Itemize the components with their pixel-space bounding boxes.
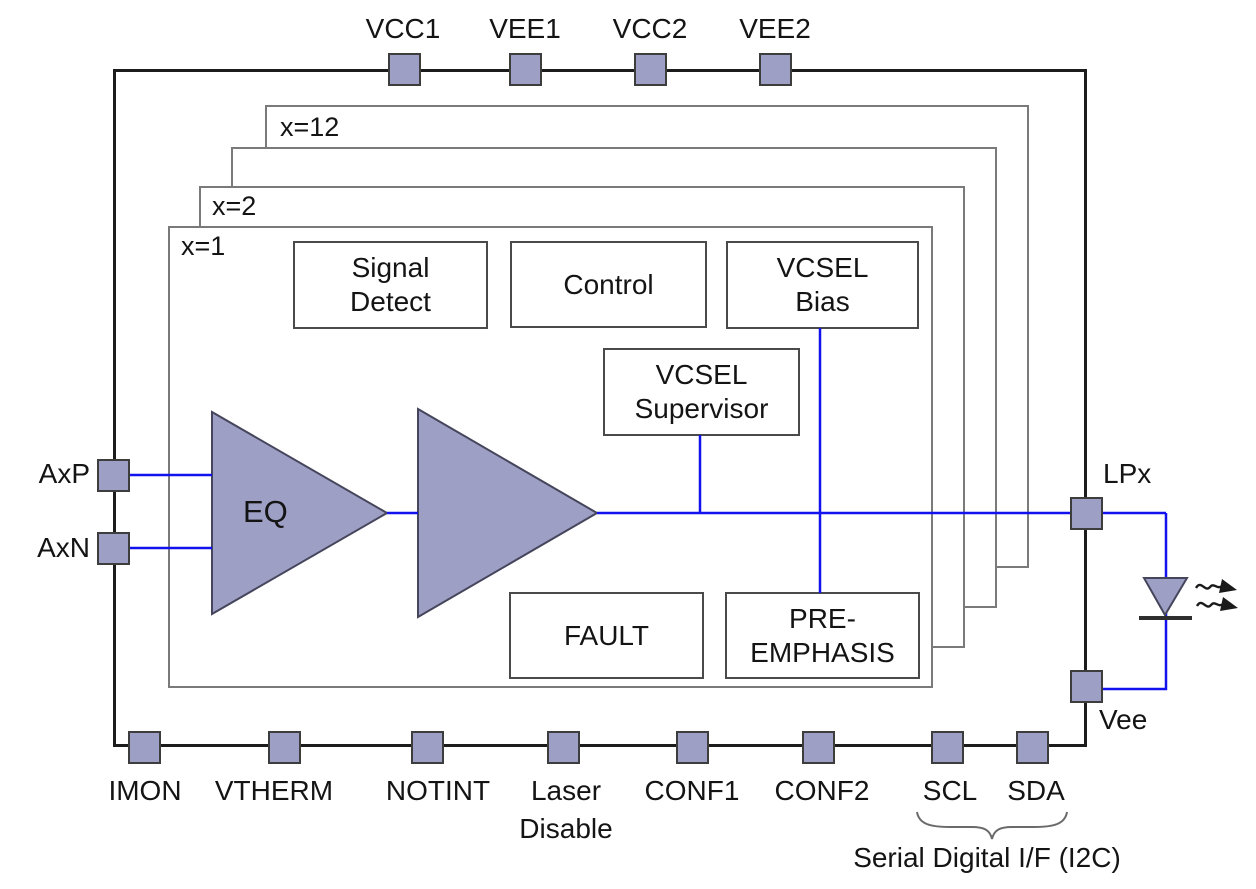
pin-label-axp: AxP [38, 458, 90, 489]
vcsel-bias-block: VCSEL Bias [726, 241, 919, 329]
pin-vtherm [268, 731, 301, 764]
pin-label-vtherm: VTHERM [214, 775, 334, 806]
pin-label-conf1: CONF1 [644, 775, 740, 806]
channel-label-x2: x=2 [212, 191, 257, 221]
pin-laser-disable [547, 731, 580, 764]
pin-imon [128, 731, 161, 764]
pin-notint [411, 731, 444, 764]
channel-label-x1: x=1 [181, 231, 226, 261]
pin-label-axn: AxN [37, 532, 90, 563]
signal-detect-block: Signal Detect [293, 241, 488, 329]
i2c-caption: Serial Digital I/F (I2C) [853, 842, 1121, 873]
vcsel-supervisor-block: VCSEL Supervisor [603, 348, 800, 436]
pin-label-conf2: CONF2 [774, 775, 870, 806]
pre-emphasis-block: PRE- EMPHASIS [725, 592, 920, 679]
pin-label-notint: NOTINT [385, 775, 491, 806]
pin-label-imon: IMON [108, 775, 182, 806]
pin-label-vee-out: Vee [1099, 704, 1148, 735]
pin-label-vee1: VEE1 [489, 13, 561, 44]
eq-amplifier-label: EQ [243, 494, 288, 529]
i2c-brace [916, 811, 1068, 840]
pin-axp [97, 459, 130, 492]
pin-vee-out [1070, 670, 1103, 703]
vcsel-return-wire [1088, 513, 1168, 691]
pin-label-scl: SCL [922, 775, 978, 806]
pin-label-lpx: LPx [1103, 458, 1152, 489]
control-block: Control [510, 241, 707, 328]
pin-vee2 [759, 53, 792, 86]
pin-label-vcc1: VCC1 [365, 13, 441, 44]
light-emission-arrows-icon [1194, 579, 1238, 611]
pin-conf1 [676, 731, 709, 764]
pin-label-laser-disable: Laser Disable [519, 775, 613, 844]
pin-sda [1016, 731, 1049, 764]
pin-lpx [1070, 497, 1103, 530]
pin-scl [931, 731, 964, 764]
pin-label-vcc2: VCC2 [612, 13, 688, 44]
pin-vee1 [509, 53, 542, 86]
pin-vcc2 [634, 53, 667, 86]
chip-boundary [113, 69, 1087, 747]
pin-label-sda: SDA [1007, 775, 1065, 806]
pin-axn [97, 532, 130, 565]
pin-vcc1 [388, 53, 421, 86]
pin-label-vee2: VEE2 [739, 13, 811, 44]
channel-label-x12: x=12 [280, 112, 340, 142]
fault-block: FAULT [509, 592, 704, 679]
pin-conf2 [802, 731, 835, 764]
vcsel-diode [1142, 577, 1189, 617]
